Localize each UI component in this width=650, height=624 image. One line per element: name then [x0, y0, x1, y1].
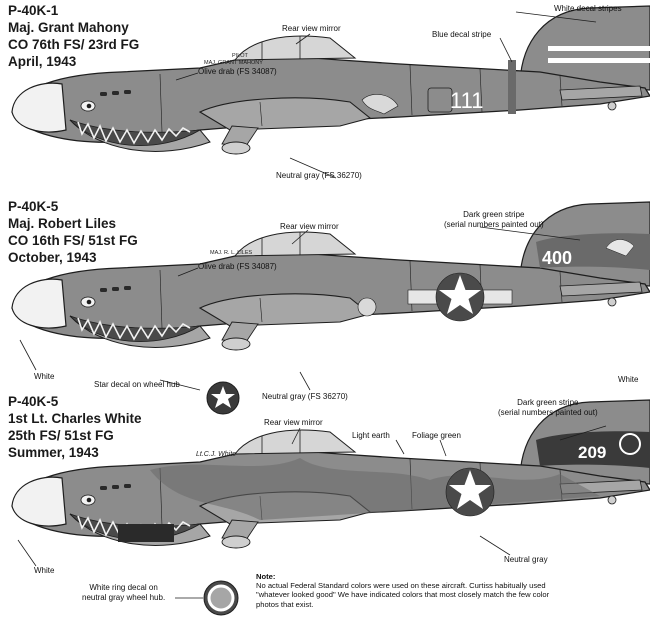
- plane-3-profile: [11, 399, 650, 549]
- label-line: Dark green stripe: [463, 210, 525, 219]
- star-hub-label: Star decal on wheel hub: [94, 380, 180, 389]
- title-line: 25th FS/ 51st FG: [8, 428, 114, 443]
- plane-1-pilot-name: MAJ. GRANT MAHONY: [204, 60, 263, 66]
- white-tail-stripe: [548, 58, 650, 63]
- squadron-emblem: [357, 297, 377, 317]
- plane-1-tail-number: 111: [450, 88, 483, 113]
- title-line: CO 76th FS/ 23rd FG: [8, 37, 140, 52]
- blue-decal-stripe: [508, 60, 516, 114]
- title-line: CO 16th FS/ 51st FG: [8, 233, 138, 248]
- rear-view-mirror-label: Rear view mirror: [264, 418, 323, 427]
- plane-3-signature: Lt.C.J. White: [196, 451, 236, 458]
- title-line: Maj. Grant Mahony: [8, 20, 129, 35]
- plane-2-tail-number: 400: [542, 248, 572, 268]
- tail-emblem: [619, 433, 641, 455]
- dark-green-stripe-label: Dark green stripe (serial numbers painte…: [498, 398, 598, 418]
- white-decal-stripes-label: White decal stripes: [554, 4, 622, 13]
- dragon-marking: [361, 94, 399, 115]
- title-line: October, 1943: [8, 250, 97, 265]
- ring-wheel-hub: [203, 580, 239, 616]
- ring-hub-label: White ring decal on neutral gray wheel h…: [82, 583, 165, 603]
- leader-lines: [17, 11, 607, 599]
- label-line: (serial numbers painted out): [498, 408, 598, 417]
- neutral-gray-label: Neutral gray (FS 36270): [262, 392, 348, 401]
- plane-1-pilot-label: PILOT: [232, 53, 249, 59]
- note-text: No actual Federal Standard colors were u…: [256, 581, 550, 609]
- foliage-green-label: Foliage green: [412, 431, 461, 440]
- plane-2-profile: [11, 201, 650, 351]
- blue-decal-stripe-label: Blue decal stripe: [432, 30, 492, 39]
- rear-view-mirror-label: Rear view mirror: [282, 24, 341, 33]
- title-line: P-40K-5: [8, 199, 59, 214]
- label-line: White ring decal on: [89, 583, 158, 592]
- white-tail-stripe: [548, 46, 650, 51]
- label-line: neutral gray wheel hub.: [82, 593, 166, 602]
- title-line: P-40K-5: [8, 394, 59, 409]
- plane-1-profile: [11, 5, 650, 155]
- neutral-gray-label: Neutral gray: [504, 555, 548, 564]
- star-wheel-hub: [206, 381, 240, 415]
- fuselage-hatch: [427, 87, 453, 113]
- note-heading: Note:: [256, 572, 276, 581]
- white-label: White: [34, 372, 55, 381]
- white-label: White: [34, 566, 55, 575]
- label-line: Dark green stripe: [517, 398, 579, 407]
- plane-3-title: P-40K-5 1st Lt. Charles White 25th FS/ 5…: [8, 393, 142, 461]
- title-line: Maj. Robert Liles: [8, 216, 117, 231]
- white-top-label: White: [618, 375, 639, 384]
- olive-drab-label: Olive drab (FS 34087): [198, 67, 277, 76]
- nose-art-panel: [118, 524, 174, 542]
- dark-green-stripe-label: Dark green stripe (serial numbers painte…: [444, 210, 544, 230]
- plane-2-title: P-40K-5 Maj. Robert Liles CO 16th FS/ 51…: [8, 198, 138, 266]
- color-note: Note: No actual Federal Standard colors …: [256, 572, 556, 609]
- national-insignia: [445, 467, 495, 517]
- light-earth-label: Light earth: [352, 431, 390, 440]
- rear-view-mirror-label: Rear view mirror: [280, 222, 339, 231]
- plane-2-pilot-name: MAJ. R. L. LILES: [210, 250, 253, 256]
- neutral-gray-label: Neutral gray (FS 36270): [276, 171, 362, 180]
- plane-3-tail-number: 209: [578, 443, 606, 462]
- olive-drab-label: Olive drab (FS 34087): [198, 262, 277, 271]
- eagle-emblem: [605, 239, 635, 257]
- plane-1-title: P-40K-1 Maj. Grant Mahony CO 76th FS/ 23…: [8, 2, 139, 70]
- title-line: P-40K-1: [8, 3, 59, 18]
- foliage-green-camo: [150, 458, 600, 520]
- title-line: April, 1943: [8, 54, 77, 69]
- national-insignia: [407, 272, 513, 322]
- title-line: Summer, 1943: [8, 445, 99, 460]
- title-line: 1st Lt. Charles White: [8, 411, 142, 426]
- label-line: (serial numbers painted out): [444, 220, 544, 229]
